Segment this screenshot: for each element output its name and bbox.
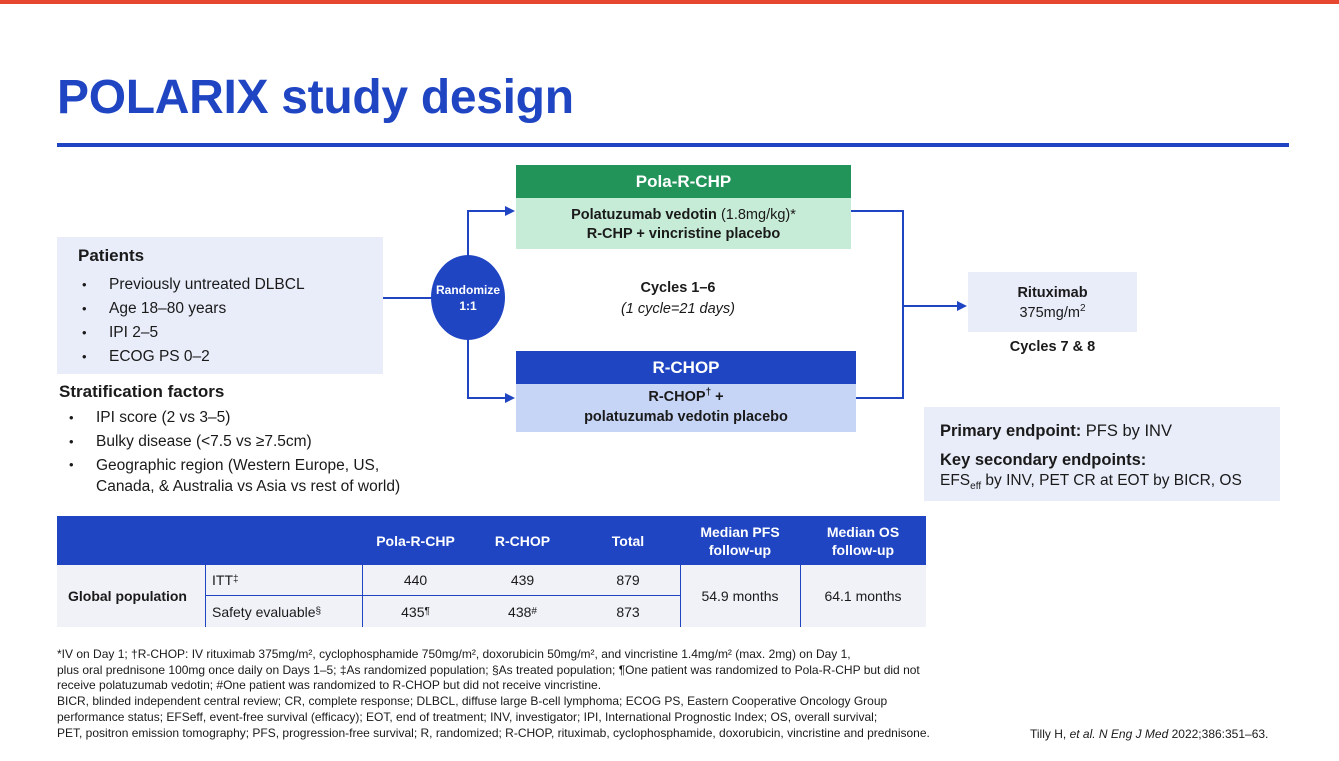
patients-item: ECOG PS 0–2 [82,345,305,369]
citation-journal: et al. N Eng J Med [1069,727,1169,741]
pola-drug-dose: (1.8mg/kg)* [716,207,796,223]
rituximab-name: Rituximab [1017,285,1088,301]
primary-endpoint-value: PFS by INV [1081,422,1172,440]
arrow-to-rchop-arm [467,338,515,403]
rchop-arm-line2: polatuzumab vedotin placebo [584,409,788,425]
patients-item: IPI 2–5 [82,321,305,345]
efs-subscript: eff [970,481,982,493]
patients-heading: Patients [78,246,145,265]
column-header-pola: Pola-R-CHP [376,532,455,549]
cycles-range: Cycles 1–6 [640,280,716,296]
randomize-ratio: 1:1 [459,298,477,313]
table-row-label: ITT‡ [212,572,239,588]
column-divider [205,565,206,627]
randomize-node: Randomize 1:1 [431,255,505,340]
footnote-line: BICR, blinded independent central review… [57,694,888,709]
citation-authors: Tilly H, [1030,727,1070,741]
pola-arm-to-merge-line [851,210,904,306]
top-accent-bar [0,0,1339,4]
stratification-item: IPI score (2 vs 3–5) [69,406,429,430]
pola-r-chp-arm-header: Pola-R-CHP [516,165,851,198]
pola-arm-line2: R-CHP + vincristine placebo [586,226,781,242]
table-cell: 438# [508,603,537,620]
median-pfs-value: 54.9 months [701,588,779,604]
population-table: Pola-R-CHP R-CHOP Total Median PFS follo… [57,516,926,627]
patients-item: Age 18–80 years [82,297,305,321]
column-header-total: Total [611,532,645,549]
rituximab-cycles: Cycles 7 & 8 [1009,339,1096,355]
itt-pola-value: 440 [403,572,428,588]
efs-label: EFS [940,472,971,489]
table-cell: 879 [616,572,640,588]
column-header-rchop: R-CHOP [494,532,551,549]
citation: Tilly H, et al. N Eng J Med 2022;386:351… [1030,727,1268,741]
arrow-to-pola-arm [467,206,515,258]
column-divider [800,565,801,627]
row-divider [205,595,680,596]
footnote-line: plus oral prednisone 100mg once daily on… [57,662,920,677]
footnote-line: PET, positron emission tomography; PFS, … [57,725,930,740]
stratification-item: Geographic region (Western Europe, US, C… [69,454,429,496]
table-header-row: Pola-R-CHP R-CHOP Total Median PFS follo… [57,516,926,565]
slide-title: POLARIX study design [57,71,574,124]
rchop-arm-line1: R-CHOP [648,389,706,405]
secondary-endpoints-label: Key secondary endpoints: [940,451,1147,469]
rituximab-dose: 375mg/m [1019,305,1080,321]
stratification-heading: Stratification factors [59,382,225,401]
cycles-label: Cycles 1–6 (1 cycle=21 days) [578,278,778,320]
itt-rchop-value: 439 [510,572,535,588]
table-cell: 439 [469,565,576,595]
secondary-endpoints-value: by INV, PET CR at EOT by BICR, OS [981,472,1242,489]
rchop-arm-to-merge-line [856,306,904,399]
endpoints-panel: Primary endpoint: PFS by INV Key seconda… [924,407,1280,501]
table-cell: 435¶ [401,603,430,620]
stratification-item: Bulky disease (<7.5 vs ≥7.5cm) [69,430,429,454]
column-divider [680,565,681,627]
stratification-list: IPI score (2 vs 3–5) Bulky disease (<7.5… [69,406,429,496]
r-chop-arm-regimen: R-CHOP† + polatuzumab vedotin placebo [516,384,856,432]
footnote-line: *IV on Day 1; †R-CHOP: IV rituximab 375m… [57,647,851,661]
median-os-value: 64.1 months [824,588,902,604]
column-header-median-pfs: Median PFS follow-up [700,523,780,558]
rchop-arm-plus: + [711,389,724,405]
randomize-label: Randomize [435,282,500,297]
table-body: Global population ITT‡ 440 439 879 Safet… [57,565,926,627]
footnote-line: receive polatuzumab vedotin; #One patien… [57,678,602,693]
table-cell: 440 [362,565,469,595]
citation-volume: 2022;386:351–63. [1168,727,1269,741]
r-chop-arm-header: R-CHOP [516,351,856,384]
rituximab-panel: Rituximab 375mg/m2 [968,272,1137,332]
column-header-median-os: Median OS follow-up [826,523,900,558]
row-group-label: Global population [68,588,187,604]
title-underline [57,143,1289,147]
safety-rchop-value: 438 [508,603,532,620]
dagger-mark: † [705,387,712,399]
itt-label: ITT [212,572,233,588]
footnote-line: performance status; EFSeff, event-free s… [57,709,878,724]
footnotes: *IV on Day 1; †R-CHOP: IV rituximab 375m… [57,647,1297,741]
pola-r-chp-arm-regimen: Polatuzumab vedotin (1.8mg/kg)* R-CHP + … [516,198,851,249]
patients-list: Previously untreated DLBCL Age 18–80 yea… [82,273,305,369]
pola-drug-name: Polatuzumab vedotin [571,207,717,223]
safety-pola-value: 435 [401,603,425,620]
safety-label: Safety evaluable [212,603,316,620]
table-row-label: Safety evaluable§ [212,603,322,620]
primary-endpoint-label: Primary endpoint: [940,422,1082,440]
patients-item: Previously untreated DLBCL [82,273,305,297]
column-divider [362,565,363,627]
table-cell: 873 [616,603,640,620]
rituximab-dose-exponent: 2 [1079,303,1086,315]
cycle-length-note: (1 cycle=21 days) [620,301,736,317]
